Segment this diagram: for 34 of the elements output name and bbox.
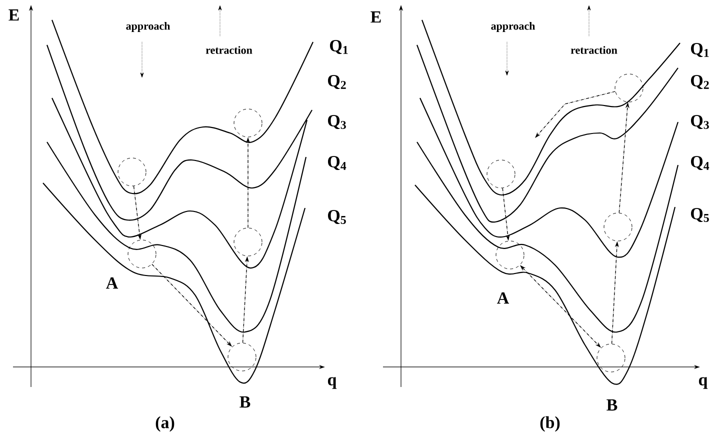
direction-label: retraction: [570, 46, 618, 54]
curve-label: Q$_{4}$: [328, 156, 346, 170]
curve-label: Q$_{3}$: [691, 114, 709, 129]
dashed-circle: [234, 228, 262, 256]
dashed-circle: [614, 74, 644, 102]
dashed-circle: [128, 240, 156, 268]
point-label: B: [606, 399, 618, 411]
axis-label: E: [8, 9, 19, 21]
point-label: A: [497, 292, 510, 304]
curve-label: Q$_{2}$: [691, 74, 709, 89]
direction-label: approach: [126, 22, 170, 32]
curve-label: Q$_{5}$: [328, 210, 346, 224]
curve-label: Q$_{1}$: [330, 40, 348, 54]
dashed-circle: [496, 240, 524, 270]
panel-label: (b): [540, 416, 560, 432]
axis-label: E: [370, 11, 381, 23]
axis-label: q: [698, 377, 708, 389]
dashed-circle: [118, 158, 146, 186]
curve-label: Q$_{2}$: [328, 74, 346, 89]
dashed-circle: [234, 108, 262, 138]
dashed-circle: [486, 160, 516, 188]
point-label: B: [240, 396, 250, 408]
curve-label: Q$_{4}$: [691, 156, 710, 170]
point-label: A: [106, 277, 118, 289]
dashed-circle: [228, 342, 256, 372]
curve-label: Q$_{5}$: [691, 208, 709, 222]
axis-label: q: [328, 377, 337, 389]
panel-label: (a): [156, 416, 174, 432]
dashed-circle: [604, 212, 632, 242]
direction-label: approach: [491, 22, 536, 32]
curve-label: Q$_{3}$: [328, 114, 346, 129]
dashed-circle: [596, 344, 626, 372]
curve-label: Q$_{1}$: [691, 42, 709, 57]
direction-label: retraction: [206, 46, 252, 54]
